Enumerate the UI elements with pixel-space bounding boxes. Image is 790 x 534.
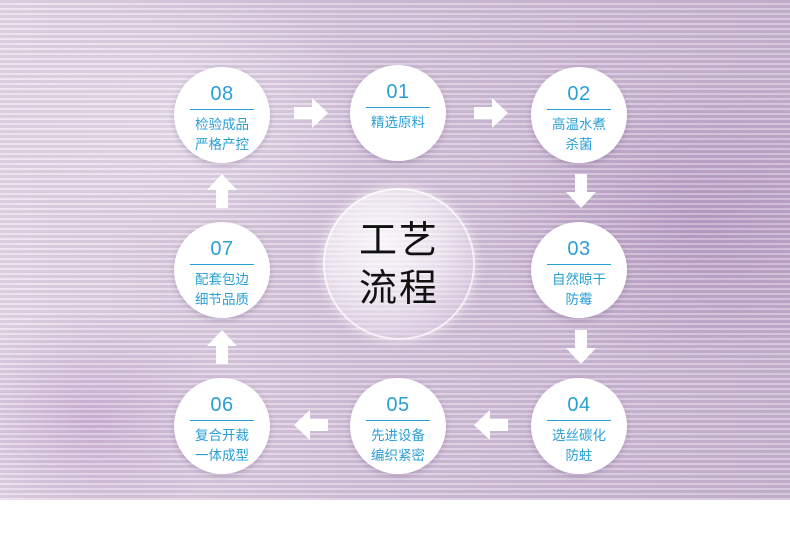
arrow-right-icon: [294, 98, 328, 128]
divider: [547, 264, 611, 265]
divider: [366, 107, 430, 108]
step-number: 01: [386, 81, 410, 103]
step-label: 检验成品: [195, 117, 249, 133]
step-label: 选丝碳化: [552, 428, 606, 444]
step-label: 复合开裁: [195, 428, 249, 444]
divider: [547, 420, 611, 421]
arrow-left-icon: [474, 410, 508, 440]
step-label: 严格产控: [195, 137, 249, 153]
arrow-right-icon: [474, 98, 508, 128]
step-03: 03 自然晾干 防霉: [531, 222, 627, 318]
step-label: 先进设备: [371, 428, 425, 444]
title-line: 流程: [358, 266, 439, 310]
process-title: 工艺 流程: [323, 188, 475, 340]
step-label: 高温水煮: [552, 117, 606, 133]
step-label: 自然晾干: [552, 272, 606, 288]
step-label: 编织紧密: [371, 448, 425, 464]
step-label: 防霉: [565, 292, 593, 308]
step-08: 08 检验成品 严格产控: [174, 67, 270, 163]
step-number: 07: [210, 238, 234, 260]
divider: [190, 109, 254, 110]
step-05: 05 先进设备 编织紧密: [350, 378, 446, 474]
step-number: 06: [210, 394, 234, 416]
arrow-down-icon: [566, 330, 596, 364]
divider: [547, 109, 611, 110]
process-diagram: 08 检验成品 严格产控 01 精选原料 02 高温水煮 杀菌 07 配套包边 …: [0, 0, 790, 500]
step-04: 04 选丝碳化 防蛀: [531, 378, 627, 474]
step-number: 08: [210, 83, 234, 105]
step-label: 精选原料: [371, 115, 425, 131]
step-02: 02 高温水煮 杀菌: [531, 67, 627, 163]
step-07: 07 配套包边 细节品质: [174, 222, 270, 318]
title-line: 工艺: [358, 218, 439, 262]
step-label: 细节品质: [195, 292, 249, 308]
divider: [190, 420, 254, 421]
arrow-down-icon: [566, 174, 596, 208]
step-number: 03: [567, 238, 591, 260]
arrow-up-icon: [207, 330, 237, 364]
step-number: 05: [386, 394, 410, 416]
divider: [366, 420, 430, 421]
step-label: 防蛀: [565, 448, 593, 464]
step-label: 配套包边: [195, 272, 249, 288]
step-01: 01 精选原料: [350, 65, 446, 161]
step-06: 06 复合开裁 一体成型: [174, 378, 270, 474]
step-number: 02: [567, 83, 591, 105]
arrow-up-icon: [207, 174, 237, 208]
arrow-left-icon: [294, 410, 328, 440]
divider: [190, 264, 254, 265]
step-number: 04: [567, 394, 591, 416]
step-label: 杀菌: [565, 137, 593, 153]
step-label: 一体成型: [195, 448, 249, 464]
